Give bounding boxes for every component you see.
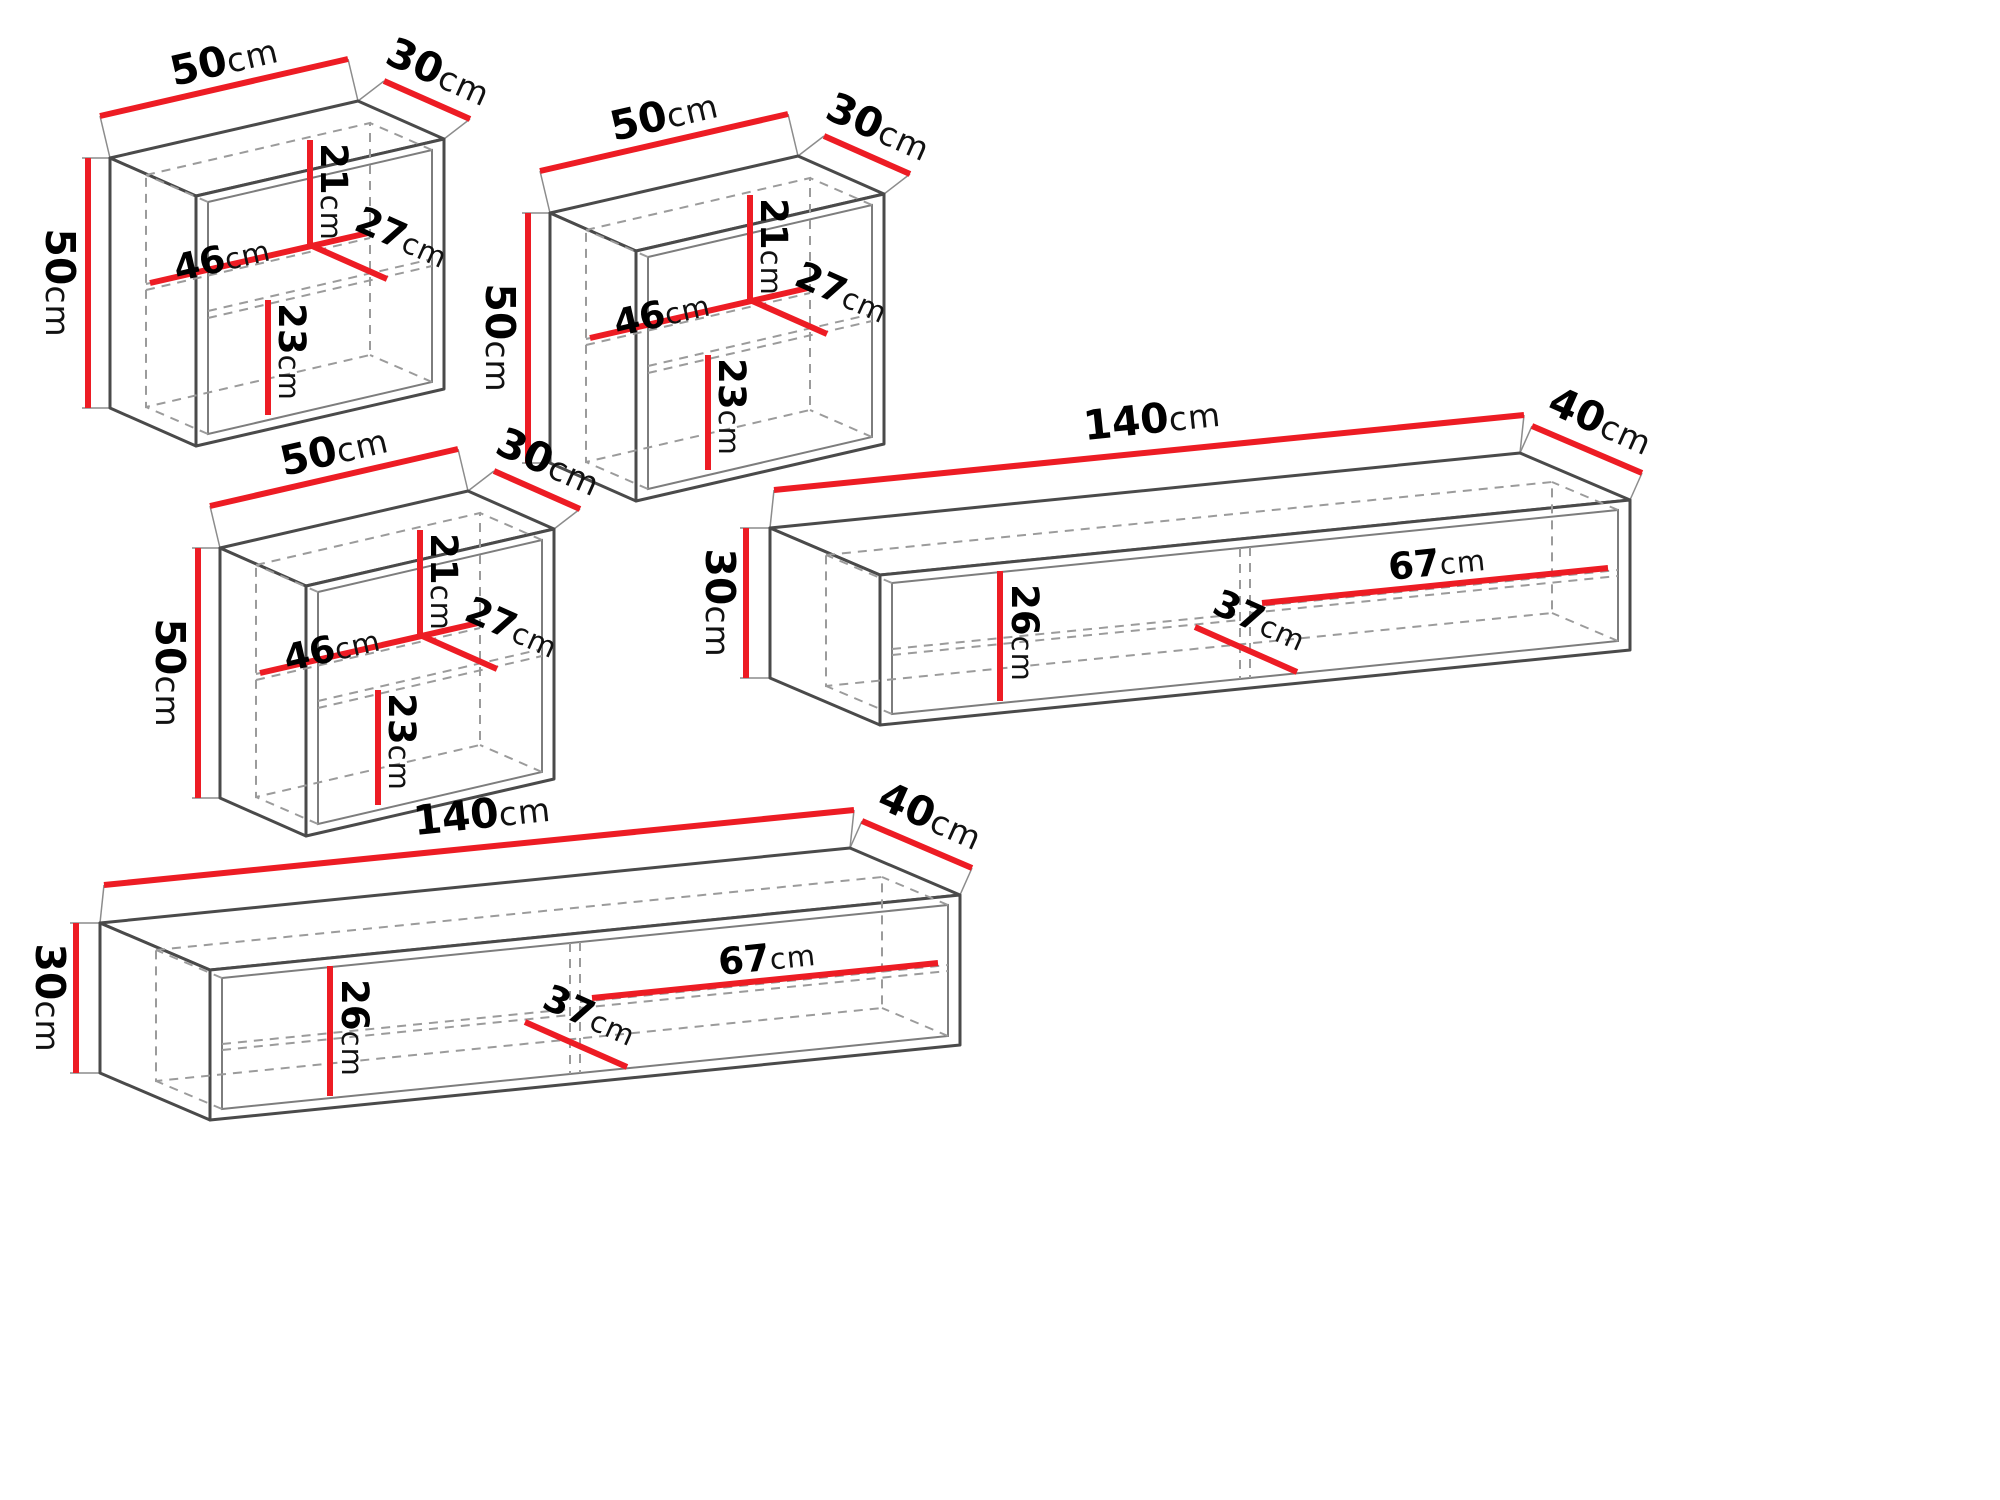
inner-upper-height-label: 21cm [422, 533, 465, 631]
height-dimension-label: 30cm [696, 548, 744, 657]
inner-height-label: 26cm [333, 979, 376, 1077]
height-dimension-label: 50cm [476, 283, 524, 392]
inner-upper-height-label: 21cm [312, 143, 355, 241]
wall-cabinet-1: 50cm 30cm 50cm 21cm 27cm 46cm 23cm [36, 28, 496, 446]
height-dimension-label: 50cm [146, 618, 194, 727]
width-dimension-label: 140cm [411, 783, 553, 845]
inner-lower-height-label: 23cm [710, 358, 753, 456]
depth-dimension-label: 40cm [871, 772, 990, 860]
inner-lower-height-label: 23cm [270, 303, 313, 401]
depth-dimension-label: 40cm [1541, 377, 1660, 465]
width-dimension-label: 140cm [1081, 388, 1223, 450]
inner-lower-height-label: 23cm [380, 693, 423, 791]
shelf-width-label: 67cm [1386, 536, 1488, 589]
inner-upper-height-label: 21cm [752, 198, 795, 296]
wall-cabinet-3: 50cm 30cm 50cm 21cm 27cm 46cm 23cm [146, 418, 606, 836]
tv-stand-2: 140cm 40cm 30cm 67cm 26cm 37cm [26, 772, 990, 1120]
inner-height-label: 26cm [1003, 584, 1046, 682]
height-dimension-label: 30cm [26, 943, 74, 1052]
shelf-width-label: 67cm [716, 931, 818, 984]
height-dimension-label: 50cm [36, 228, 84, 337]
